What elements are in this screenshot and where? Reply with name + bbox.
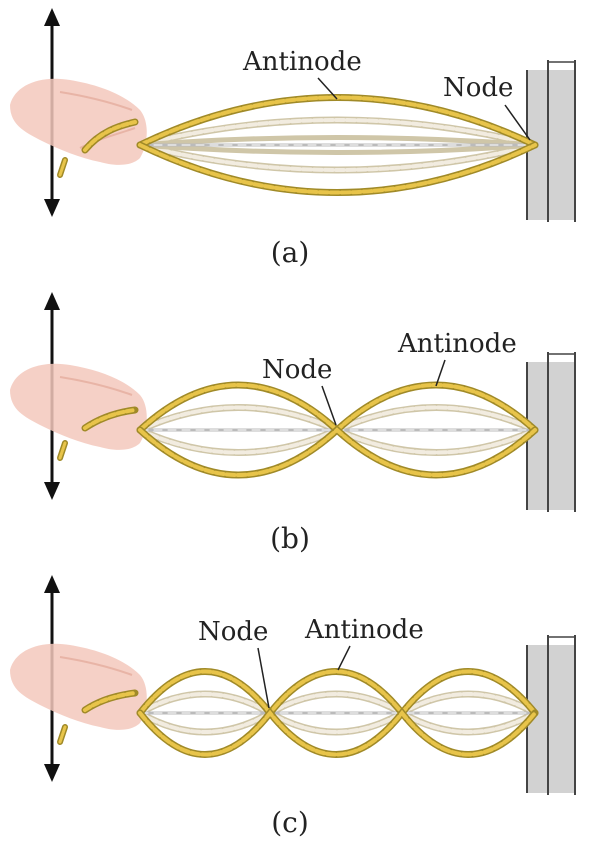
node-pointer [504,104,531,141]
wall-c [526,635,576,795]
panel-a: Antinode Node (a) [10,8,576,269]
hand-c [10,643,147,745]
hand-b [10,363,147,461]
caption-c: (c) [271,806,309,839]
envelope-loop [136,94,539,196]
wall-b [526,352,576,512]
node-text: Node [443,73,513,103]
node-label-c: Node [198,617,270,709]
antinode-text: Antinode [397,329,517,359]
node-text: Node [262,355,332,385]
caption-b: (b) [270,522,310,555]
antinode-pointer [317,77,338,100]
panel-b: Antinode Node (b) [10,292,576,555]
caption-a: (a) [271,236,310,269]
node-pointer [321,385,337,426]
antinode-label-a: Antinode [242,47,362,100]
antinode-pointer [435,359,446,387]
node-label-b: Node [262,355,337,426]
node-text: Node [198,617,268,647]
antinode-label-c: Antinode [304,615,424,671]
antinode-text: Antinode [242,47,362,77]
hand-a [10,78,147,178]
envelope-loop [136,381,539,479]
string-a [136,94,539,196]
ghost-loop [136,116,539,174]
envelope-loop [136,668,539,758]
string-b [136,381,539,479]
antinode-text: Antinode [304,615,424,645]
panel-c: Antinode Node (c) [10,575,576,839]
antinode-pointer [337,645,351,671]
antinode-label-b: Antinode [397,329,517,387]
node-pointer [257,647,270,709]
node-label-a: Node [443,73,531,141]
string-c [136,668,539,758]
ghost-loop [136,690,539,736]
